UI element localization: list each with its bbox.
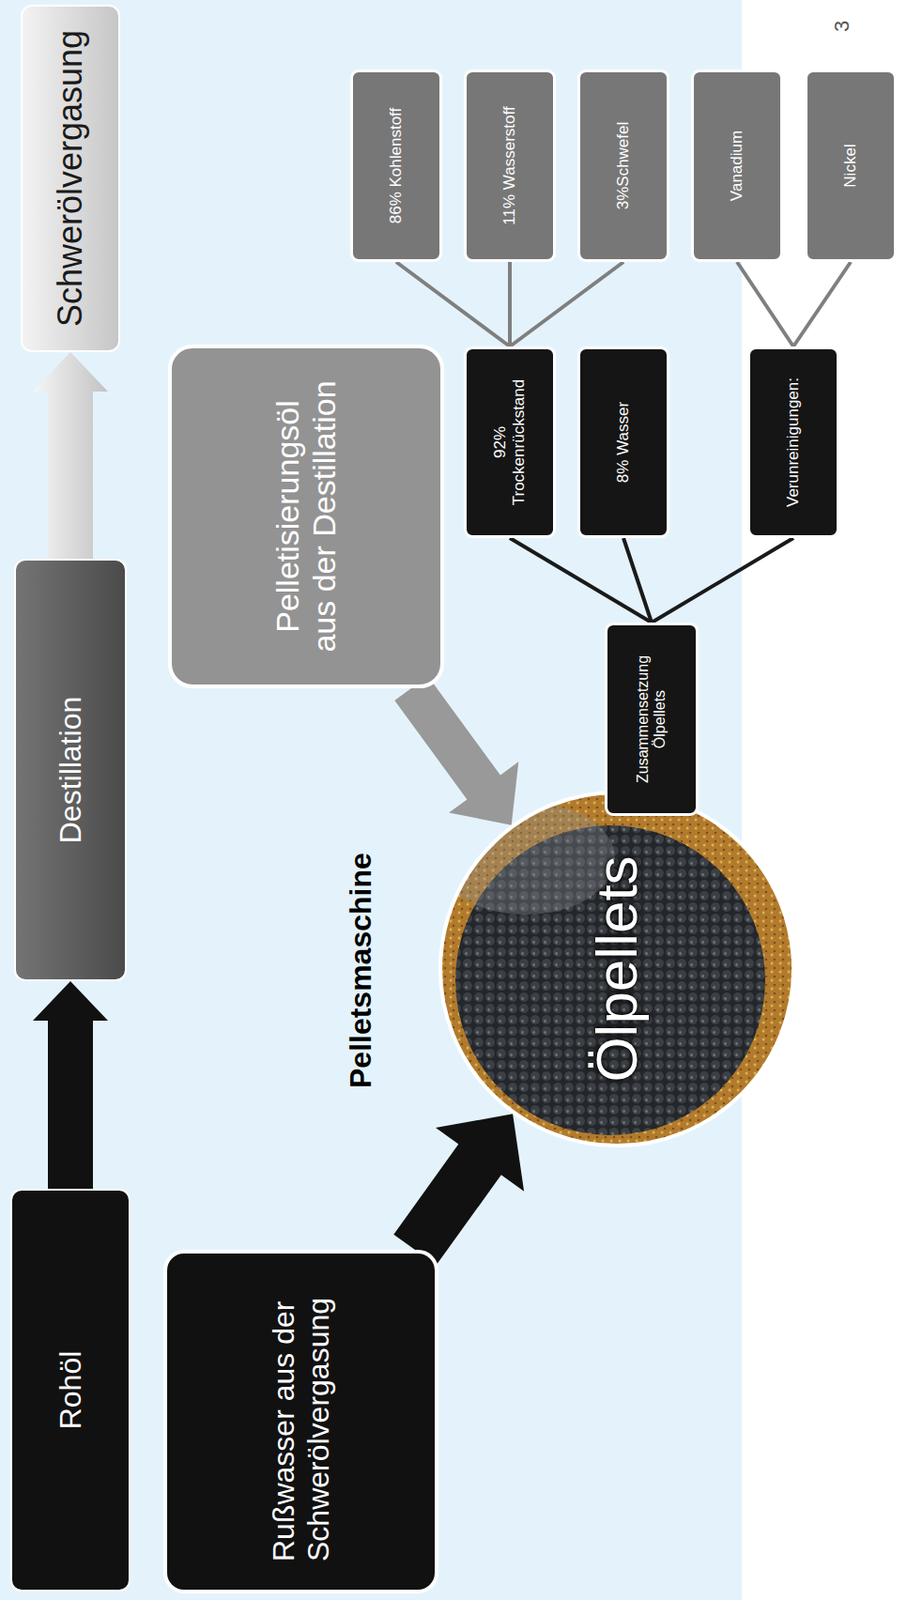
node-text: 3%Schwefel	[614, 122, 633, 211]
flow-arrow	[32, 981, 108, 1189]
node-text: Ölpellets	[583, 855, 650, 1082]
node-text: Nickel	[841, 143, 861, 187]
node-text: Rußwasser aus der Schwerölvergasung	[266, 1281, 337, 1562]
tree-line	[396, 261, 510, 347]
target-box: Schwerölvergasung	[20, 4, 121, 353]
component-box: Verunreinigungen:	[747, 346, 840, 539]
tree-line	[793, 261, 851, 347]
process-box: Destillation	[14, 558, 127, 982]
node-text: Vanadium	[727, 130, 747, 201]
element-box: 11% Wasserstoff	[463, 69, 556, 262]
node-text: 11% Wasserstoff	[500, 106, 520, 225]
source-box: Rohöl	[10, 1188, 131, 1592]
tree-line	[509, 538, 652, 623]
machine-label: Pelletsmaschine	[343, 852, 379, 1089]
feed-arrow	[394, 676, 519, 826]
node-text: 8% Wasser	[614, 401, 633, 483]
pellet-pan-rim	[436, 788, 798, 1150]
element-box: 86% Kohlenstoff	[350, 69, 443, 262]
node-text: Schwerölvergasung	[50, 30, 90, 327]
input-box: Pelletisierungsöl aus der Destillation	[168, 344, 445, 689]
element-box: Vanadium	[691, 69, 784, 262]
component-box: 8% Wasser	[577, 346, 670, 539]
component-box: 92% Trockenrückstand	[463, 346, 556, 539]
tree-line	[623, 538, 652, 623]
node-text: Rohöl	[53, 1351, 89, 1430]
flow-arrow	[32, 352, 108, 559]
element-box: 3%Schwefel	[577, 69, 670, 262]
feed-arrow	[393, 1113, 524, 1265]
node-text: 92% Trockenrückstand	[491, 374, 528, 511]
page-number: 3	[830, 20, 855, 32]
node-text: Verunreinigungen:	[784, 377, 803, 508]
tree-line	[507, 261, 512, 347]
input-box: Rußwasser aus der Schwerölvergasung	[163, 1249, 439, 1594]
node-text: Pelletisierungsöl aus der Destillation	[269, 375, 343, 658]
tree-line	[509, 261, 624, 347]
pellet-circle: Ölpellets	[438, 790, 796, 1148]
composition-box: Zusammensetzung Ölpellets	[604, 622, 699, 816]
tree-line	[737, 261, 794, 347]
tree-line	[651, 538, 794, 623]
node-text: Zusammensetzung Ölpellets	[634, 648, 670, 790]
node-text: Destillation	[53, 696, 89, 845]
photo-content	[436, 788, 798, 1150]
node-text: 86% Kohlenstoff	[386, 107, 406, 225]
element-box: Nickel	[804, 69, 897, 262]
